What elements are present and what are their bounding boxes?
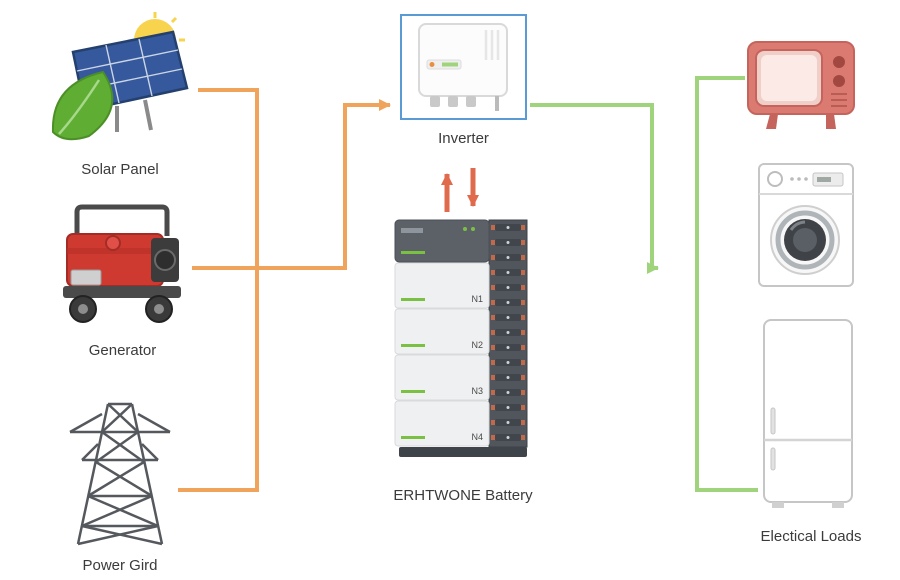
battery-module-label: N2 xyxy=(471,340,483,350)
solar-grid-trunk-line xyxy=(178,88,259,492)
solar-panel: Solar Panel xyxy=(45,10,195,178)
power-grid-tower-icon xyxy=(69,402,171,546)
solar-panel-label: Solar Panel xyxy=(81,161,159,178)
power-grid-label: Power Gird xyxy=(82,557,158,574)
solar-panel-icon xyxy=(51,12,189,141)
electrical-loads-label: Electical Loads xyxy=(760,528,862,545)
generator: Generator xyxy=(55,196,190,359)
generator-icon xyxy=(63,204,181,323)
washing-machine xyxy=(757,160,857,295)
battery-module xyxy=(394,354,490,401)
battery-module xyxy=(394,262,490,309)
tv xyxy=(746,36,858,137)
battery-base xyxy=(399,447,527,457)
battery-module-label: N3 xyxy=(471,386,483,396)
washing-machine-icon xyxy=(758,163,854,287)
battery-module-label: N1 xyxy=(471,294,483,304)
inverter xyxy=(400,14,527,120)
battery-stack-icon: N1 N2 N3 N4 xyxy=(394,219,528,457)
refrigerator-icon xyxy=(763,319,853,508)
inverter-to-loads-arrow xyxy=(530,103,659,274)
battery-module-label: N4 xyxy=(471,432,483,442)
loads-distribution-line xyxy=(695,76,758,492)
tv-icon xyxy=(747,41,855,129)
battery: N1 N2 N3 N4 ERHTWONE Battery xyxy=(393,218,533,504)
battery-control-module xyxy=(394,219,490,263)
battery-rail xyxy=(488,219,528,448)
power-grid: Power Gird xyxy=(60,396,180,574)
refrigerator xyxy=(762,316,854,517)
inverter-icon xyxy=(418,23,508,111)
generator-label: Generator xyxy=(88,342,157,359)
battery-label: ERHTWONE Battery xyxy=(393,487,533,504)
battery-module xyxy=(394,400,490,447)
inverter-label: Inverter xyxy=(438,130,489,147)
battery-module xyxy=(394,308,490,355)
generator-to-inverter-arrow xyxy=(192,99,391,270)
